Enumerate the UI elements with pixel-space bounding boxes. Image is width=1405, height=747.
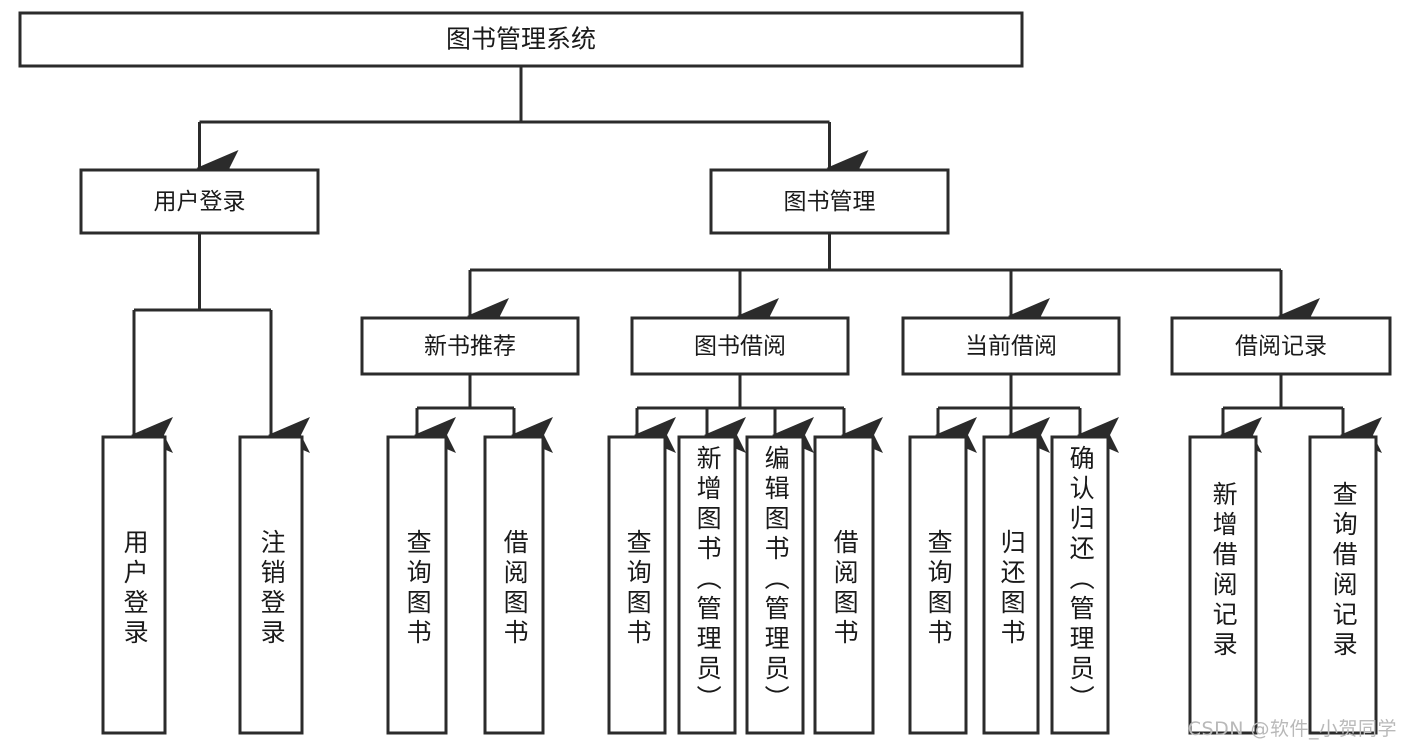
node-user-login-label: 用户登录 xyxy=(154,189,246,215)
node-leaf-user-login[interactable] xyxy=(101,435,167,735)
node-leaf-add-record[interactable] xyxy=(1188,435,1258,735)
node-book-manage[interactable] xyxy=(709,168,950,235)
node-leaf-logout-login[interactable] xyxy=(238,435,304,735)
node-root-label: 图书管理系统 xyxy=(446,25,596,54)
node-leaf-query-book-2[interactable] xyxy=(607,435,667,735)
node-book-borrow-label: 图书借阅 xyxy=(694,334,786,360)
node-leaf-edit-book[interactable] xyxy=(745,435,805,735)
watermark: CSDN @软件_小贺同学 xyxy=(1187,718,1397,740)
node-new-book-rec-label: 新书推荐 xyxy=(424,334,516,360)
node-book-manage-label: 图书管理 xyxy=(784,189,876,215)
node-user-login[interactable] xyxy=(79,168,320,235)
node-leaf-query-book-3[interactable] xyxy=(908,435,968,735)
node-current-borrow-label: 当前借阅 xyxy=(965,334,1057,360)
node-leaf-query-book-1[interactable] xyxy=(386,435,448,735)
node-leaf-borrow-book-1[interactable] xyxy=(483,435,545,735)
node-leaf-add-book[interactable] xyxy=(677,435,737,735)
node-leaf-return-book[interactable] xyxy=(982,435,1040,735)
node-book-borrow[interactable] xyxy=(630,316,850,376)
node-borrow-record[interactable] xyxy=(1170,316,1392,376)
node-current-borrow[interactable] xyxy=(901,316,1121,376)
node-leaf-borrow-book-2[interactable] xyxy=(813,435,875,735)
node-new-book-rec[interactable] xyxy=(360,316,580,376)
node-leaf-confirm-return[interactable] xyxy=(1050,435,1110,735)
node-borrow-record-label: 借阅记录 xyxy=(1235,334,1327,360)
node-leaf-query-record[interactable] xyxy=(1308,435,1378,735)
connector-layer xyxy=(131,66,1382,453)
node-root[interactable] xyxy=(18,11,1024,68)
